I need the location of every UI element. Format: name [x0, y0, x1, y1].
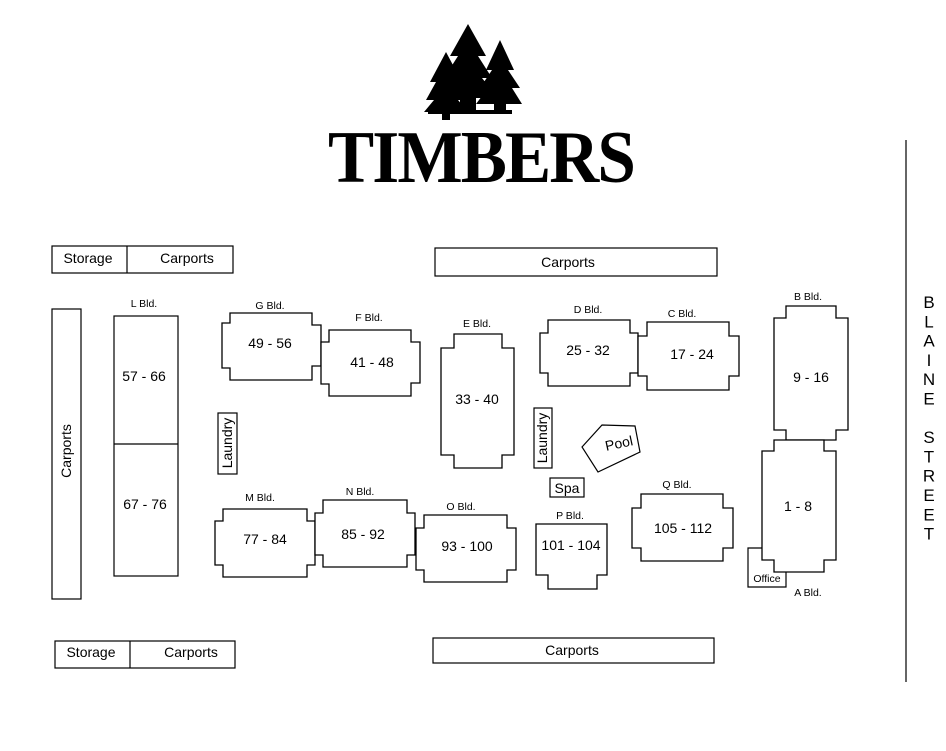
building-d-name: D Bld.: [574, 304, 603, 316]
building-o-units: 93 - 100: [441, 538, 493, 554]
carports-bottom-center: [432, 637, 715, 664]
building-n-units: 85 - 92: [341, 526, 385, 542]
laundry-left: [217, 412, 238, 475]
storage-bottom-label: Storage: [66, 644, 115, 660]
building-c-name: C Bld.: [668, 308, 697, 320]
building-p: [535, 523, 608, 590]
street-letter: E: [923, 390, 934, 409]
street-letter: T: [924, 447, 934, 466]
storage-top-label: Storage: [63, 250, 112, 266]
office-label: Office: [753, 573, 780, 585]
carports-left-label: Carports: [58, 424, 74, 478]
building-b-name: B Bld.: [794, 291, 822, 303]
building-l-name: L Bld.: [131, 298, 157, 310]
street-letter: A: [923, 332, 935, 351]
carports-bottom-left-label: Carports: [164, 644, 218, 660]
building-g-name: G Bld.: [255, 300, 284, 312]
pool: [581, 424, 641, 473]
office: [747, 547, 787, 588]
street-letter: B: [923, 293, 934, 312]
laundry-center: [533, 407, 553, 469]
building-a-name: A Bld.: [794, 587, 821, 599]
carports-top-center-label: Carports: [541, 254, 595, 270]
street-letter: S: [923, 428, 934, 447]
building-l: [113, 315, 179, 577]
street-letter: T: [924, 525, 934, 544]
building-g-units: 49 - 56: [248, 335, 292, 351]
pine-trees-logo-icon: [424, 24, 522, 120]
building-m-units: 77 - 84: [243, 531, 287, 547]
carports-top-center: [434, 247, 718, 277]
spa-label: Spa: [555, 480, 580, 496]
building-p-name: P Bld.: [556, 510, 584, 522]
building-a: [761, 439, 837, 573]
building-m-name: M Bld.: [245, 492, 275, 504]
building-b: [773, 305, 849, 441]
storage-carports-top-left: [51, 245, 234, 274]
building-q-name: Q Bld.: [662, 479, 691, 491]
building-d-units: 25 - 32: [566, 342, 610, 358]
street-letter: E: [923, 486, 934, 505]
building-f: [320, 329, 421, 397]
logo-wordmark: TIMBERS: [328, 117, 634, 199]
building-e-name: E Bld.: [463, 318, 491, 330]
street-letter: I: [927, 351, 932, 370]
building-n-name: N Bld.: [346, 486, 375, 498]
building-l-units-lower: 67 - 76: [123, 496, 167, 512]
building-e: [440, 333, 515, 469]
street-letter: E: [923, 505, 934, 524]
street-letter: N: [923, 370, 935, 389]
laundry-center-label: Laundry: [534, 413, 550, 464]
building-c: [637, 321, 740, 391]
street-letter: R: [923, 467, 935, 486]
building-d: [539, 319, 639, 387]
building-f-units: 41 - 48: [350, 354, 394, 370]
building-l-units-upper: 57 - 66: [122, 368, 166, 384]
building-e-units: 33 - 40: [455, 391, 499, 407]
laundry-left-label: Laundry: [219, 418, 235, 469]
storage-carports-bottom-left: [54, 640, 236, 669]
building-q: [631, 493, 734, 562]
carports-top-left-label: Carports: [160, 250, 214, 266]
pool-label: Pool: [604, 432, 635, 453]
carports-left: [51, 308, 82, 600]
building-c-units: 17 - 24: [670, 346, 714, 362]
building-g: [221, 312, 322, 381]
building-q-units: 105 - 112: [654, 520, 712, 536]
spa: [549, 477, 585, 498]
building-o-name: O Bld.: [446, 501, 475, 513]
building-b-units: 9 - 16: [793, 369, 829, 385]
building-a-units: 1 - 8: [784, 498, 812, 514]
building-o: [415, 514, 517, 583]
carports-bottom-center-label: Carports: [545, 642, 599, 658]
street-letter: L: [924, 312, 933, 331]
building-n: [314, 499, 416, 568]
building-p-units: 101 - 104: [541, 537, 600, 553]
building-m: [214, 508, 316, 578]
building-f-name: F Bld.: [355, 312, 382, 324]
